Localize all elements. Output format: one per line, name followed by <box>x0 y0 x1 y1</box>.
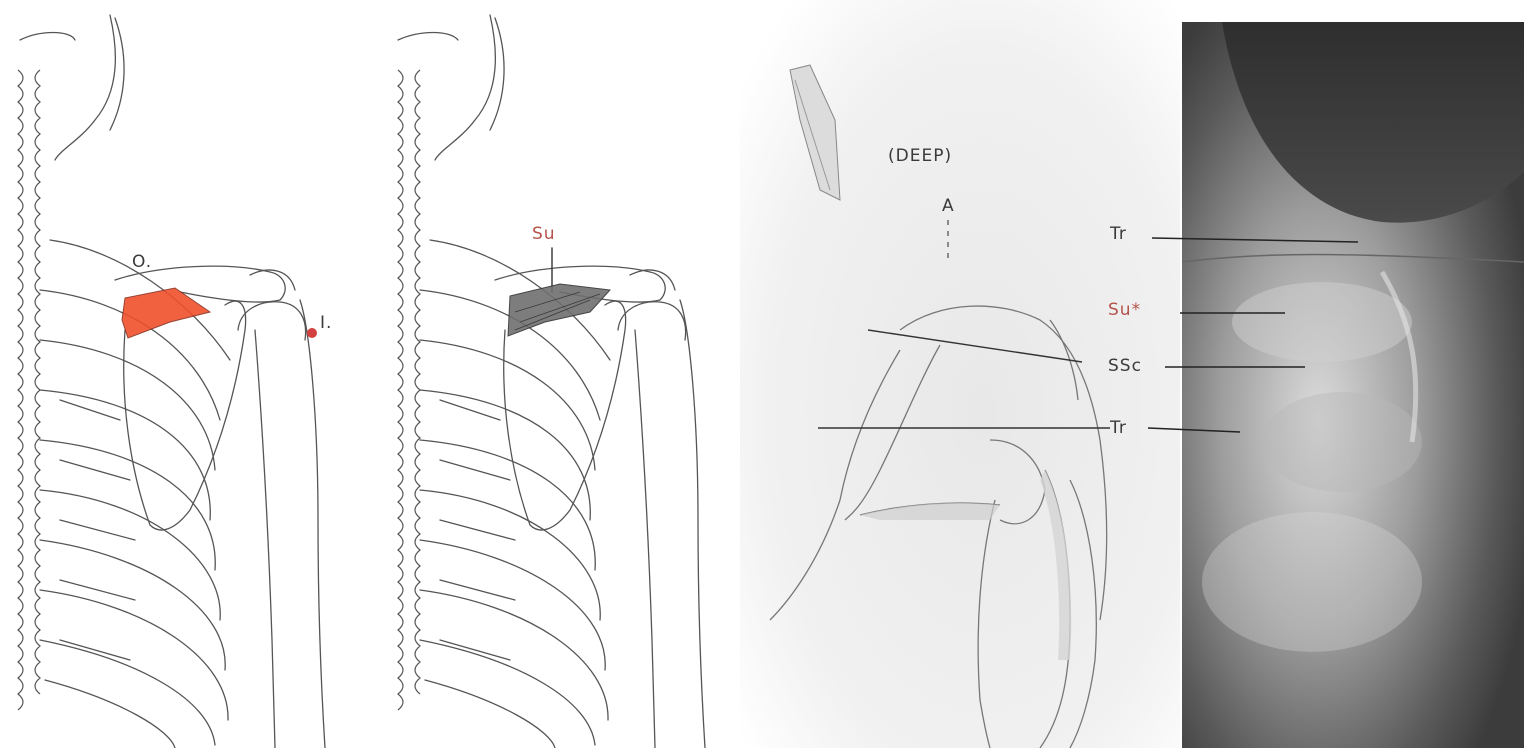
supraspinatus-label: Su <box>532 226 556 243</box>
scan-label-1: Tr <box>1110 226 1127 243</box>
scan-leader-lines <box>1100 0 1524 748</box>
arrow-label: A <box>942 198 955 215</box>
supraspinatus-muscle <box>508 284 610 336</box>
insertion-label: I. <box>320 315 332 332</box>
skeleton-drawing-muscle <box>380 0 750 748</box>
insertion-point <box>307 328 317 338</box>
origin-insertion-panel: O. I. <box>0 0 380 748</box>
skeleton-drawing-origin <box>0 0 380 748</box>
scan-label-4: Tr <box>1110 420 1127 437</box>
scan-label-3: SSc <box>1108 358 1142 375</box>
origin-label: O. <box>132 254 152 271</box>
deep-view-label: (DEEP) <box>888 148 952 165</box>
scan-label-2: Su* <box>1108 302 1141 319</box>
muscle-panel: Su <box>380 0 750 748</box>
